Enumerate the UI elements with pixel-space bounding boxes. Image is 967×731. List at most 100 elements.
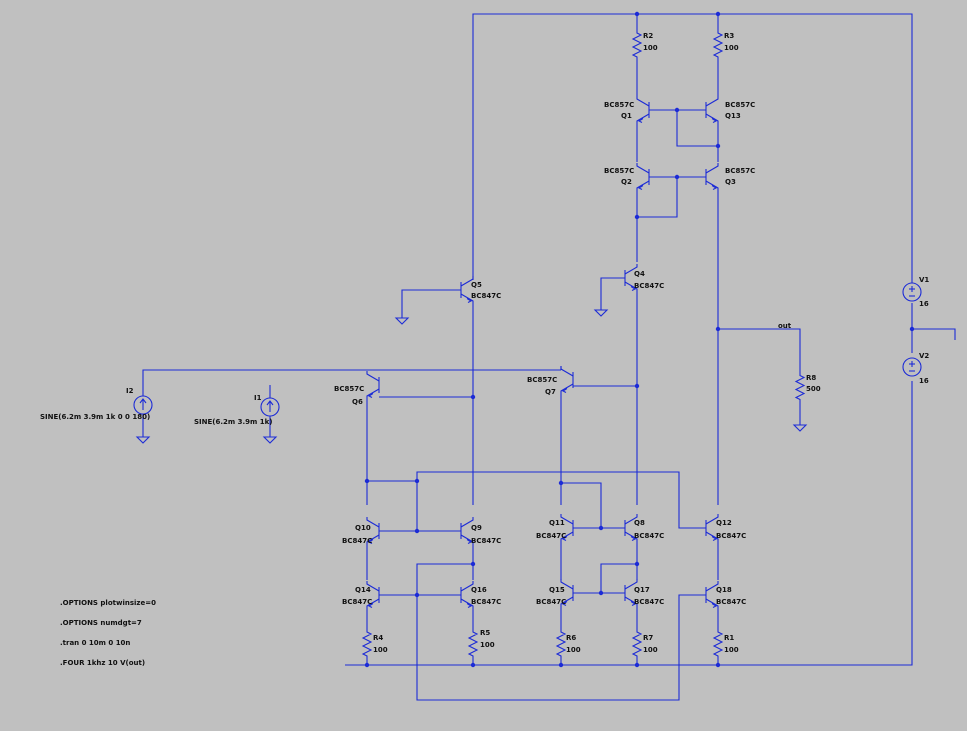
- label-group-Q5: Q5 BC847C: [471, 281, 501, 300]
- transistor-model-label: BC847C: [634, 598, 664, 606]
- voltage-source-v1: [902, 282, 922, 302]
- resistor-zigzag: [794, 370, 806, 405]
- resistor-name-label: R3: [724, 32, 734, 40]
- label-group-Q17: Q17 BC847C: [634, 586, 664, 606]
- label-group-R8: R8 500: [806, 374, 821, 393]
- junction-dot: [715, 143, 721, 149]
- transistor-name-label: Q4: [634, 270, 645, 278]
- current-source-i1: [260, 397, 280, 417]
- resistor-name-label: R1: [724, 634, 734, 642]
- transistor-name-label: Q18: [716, 586, 732, 594]
- arrow-head: [266, 400, 274, 406]
- transistor-q8-npn: [624, 514, 638, 542]
- wire: [718, 328, 801, 370]
- transistor-q3-pnp: [705, 163, 719, 191]
- transistor-q15-npn: [560, 579, 574, 607]
- transistor-model-label: BC847C: [536, 532, 566, 540]
- transistor-model-label: BC857C: [604, 167, 634, 175]
- source-value-label: 16: [919, 377, 929, 385]
- directive-text: .OPTIONS plotwinsize=0: [60, 599, 156, 607]
- spice-directives: .OPTIONS plotwinsize=0 .OPTIONS numdgt=7…: [60, 599, 156, 667]
- label-group-Q12: Q12 BC847C: [716, 519, 746, 540]
- label-group-V2: V2 16: [919, 352, 929, 385]
- junction-dot: [598, 525, 604, 531]
- source-name-label: V2: [919, 352, 929, 360]
- junction-dot: [634, 662, 640, 668]
- wire: [401, 289, 461, 318]
- transistor-name-label: Q12: [716, 519, 732, 527]
- junction-dot: [909, 326, 915, 332]
- transistor-q1-pnp: [636, 96, 650, 124]
- collector-lead: [560, 514, 574, 525]
- wire: [561, 482, 602, 528]
- transistor-name-label: Q3: [725, 178, 736, 186]
- label-group-R5: R5 100: [480, 629, 495, 649]
- transistor-name-label: Q9: [471, 524, 482, 532]
- transistor-q7-pnp: [560, 366, 574, 394]
- emitter-lead: [636, 180, 650, 191]
- ground-triangle: [394, 317, 410, 325]
- source-value-label: SINE(6.2m 3.9m 1k 0 0 180): [40, 413, 150, 421]
- resistor-r1: [712, 628, 724, 660]
- resistor-r4: [361, 628, 373, 660]
- transistor-model-label: BC847C: [634, 532, 664, 540]
- emitter-arrow: [711, 118, 718, 123]
- resistor-value-label: 100: [373, 646, 388, 654]
- transistor-q12-npn: [705, 514, 719, 542]
- transistor-q10-npn: [366, 517, 380, 545]
- label-group-I1: I1 SINE(6.2m 3.9m 1k): [194, 394, 272, 426]
- junction-dot: [414, 528, 420, 534]
- label-group-I2: I2 SINE(6.2m 3.9m 1k 0 0 180): [40, 387, 150, 421]
- resistor-value-label: 100: [724, 646, 739, 654]
- transistor-model-label: BC847C: [471, 537, 501, 545]
- transistor-name-label: Q14: [355, 586, 371, 594]
- label-group-Q11: Q11 BC847C: [536, 519, 566, 540]
- emitter-lead: [705, 113, 719, 124]
- transistor-name-label: Q1: [621, 112, 632, 120]
- collector-lead: [366, 371, 380, 382]
- resistor-zigzag: [555, 628, 567, 660]
- label-group-Q6: BC857C Q6: [334, 385, 364, 406]
- emitter-arrow: [561, 536, 568, 541]
- emitter-lead: [705, 598, 719, 609]
- junction-dot: [598, 590, 604, 596]
- transistor-name-label: Q17: [634, 586, 650, 594]
- transistor-q2-pnp: [636, 163, 650, 191]
- wire: [472, 13, 913, 283]
- collector-lead: [624, 579, 638, 590]
- emitter-lead: [624, 531, 638, 542]
- source-name-label: I1: [254, 394, 262, 402]
- resistor-r3: [712, 30, 724, 60]
- junction-dot: [634, 561, 640, 567]
- emitter-arrow: [367, 393, 374, 398]
- resistor-zigzag: [631, 30, 643, 60]
- directive-text: .tran 0 10m 0 10n: [60, 639, 130, 647]
- transistor-q18-npn: [705, 581, 719, 609]
- transistor-q17-npn: [624, 579, 638, 607]
- resistor-zigzag: [467, 628, 479, 660]
- junction-dot: [674, 107, 680, 113]
- label-group-Q18: Q18 BC847C: [716, 586, 746, 606]
- ground-triangle: [135, 436, 151, 444]
- transistor-model-label: BC857C: [604, 101, 634, 109]
- resistor-r6: [555, 628, 567, 660]
- collector-lead: [705, 581, 719, 592]
- junction-dot: [634, 214, 640, 220]
- emitter-arrow: [630, 286, 637, 291]
- resistor-r8: [794, 370, 806, 405]
- junction-dot: [715, 11, 721, 17]
- label-group-V1: V1 16: [919, 276, 929, 308]
- junction-dot: [634, 11, 640, 17]
- directive-text: .OPTIONS numdgt=7: [60, 619, 142, 627]
- transistor-name-label: Q16: [471, 586, 487, 594]
- transistor-name-label: Q5: [471, 281, 482, 289]
- resistor-name-label: R8: [806, 374, 816, 382]
- source-name-label: I2: [126, 387, 134, 395]
- transistor-name-label: Q11: [549, 519, 565, 527]
- emitter-lead: [705, 180, 719, 191]
- label-group-Q3: BC857C Q3: [725, 167, 755, 186]
- resistor-name-label: R5: [480, 629, 490, 637]
- source-circle: [902, 282, 922, 302]
- label-group-Q8: Q8 BC847C: [634, 519, 664, 540]
